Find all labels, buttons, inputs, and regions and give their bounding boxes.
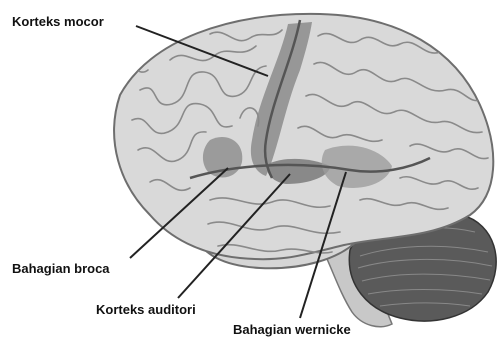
label-broca-area: Bahagian broca (12, 261, 110, 276)
label-wernicke-area: Bahagian wernicke (233, 322, 351, 337)
label-auditory-cortex: Korteks auditori (96, 302, 196, 317)
label-motor-cortex: Korteks mocor (12, 14, 104, 29)
